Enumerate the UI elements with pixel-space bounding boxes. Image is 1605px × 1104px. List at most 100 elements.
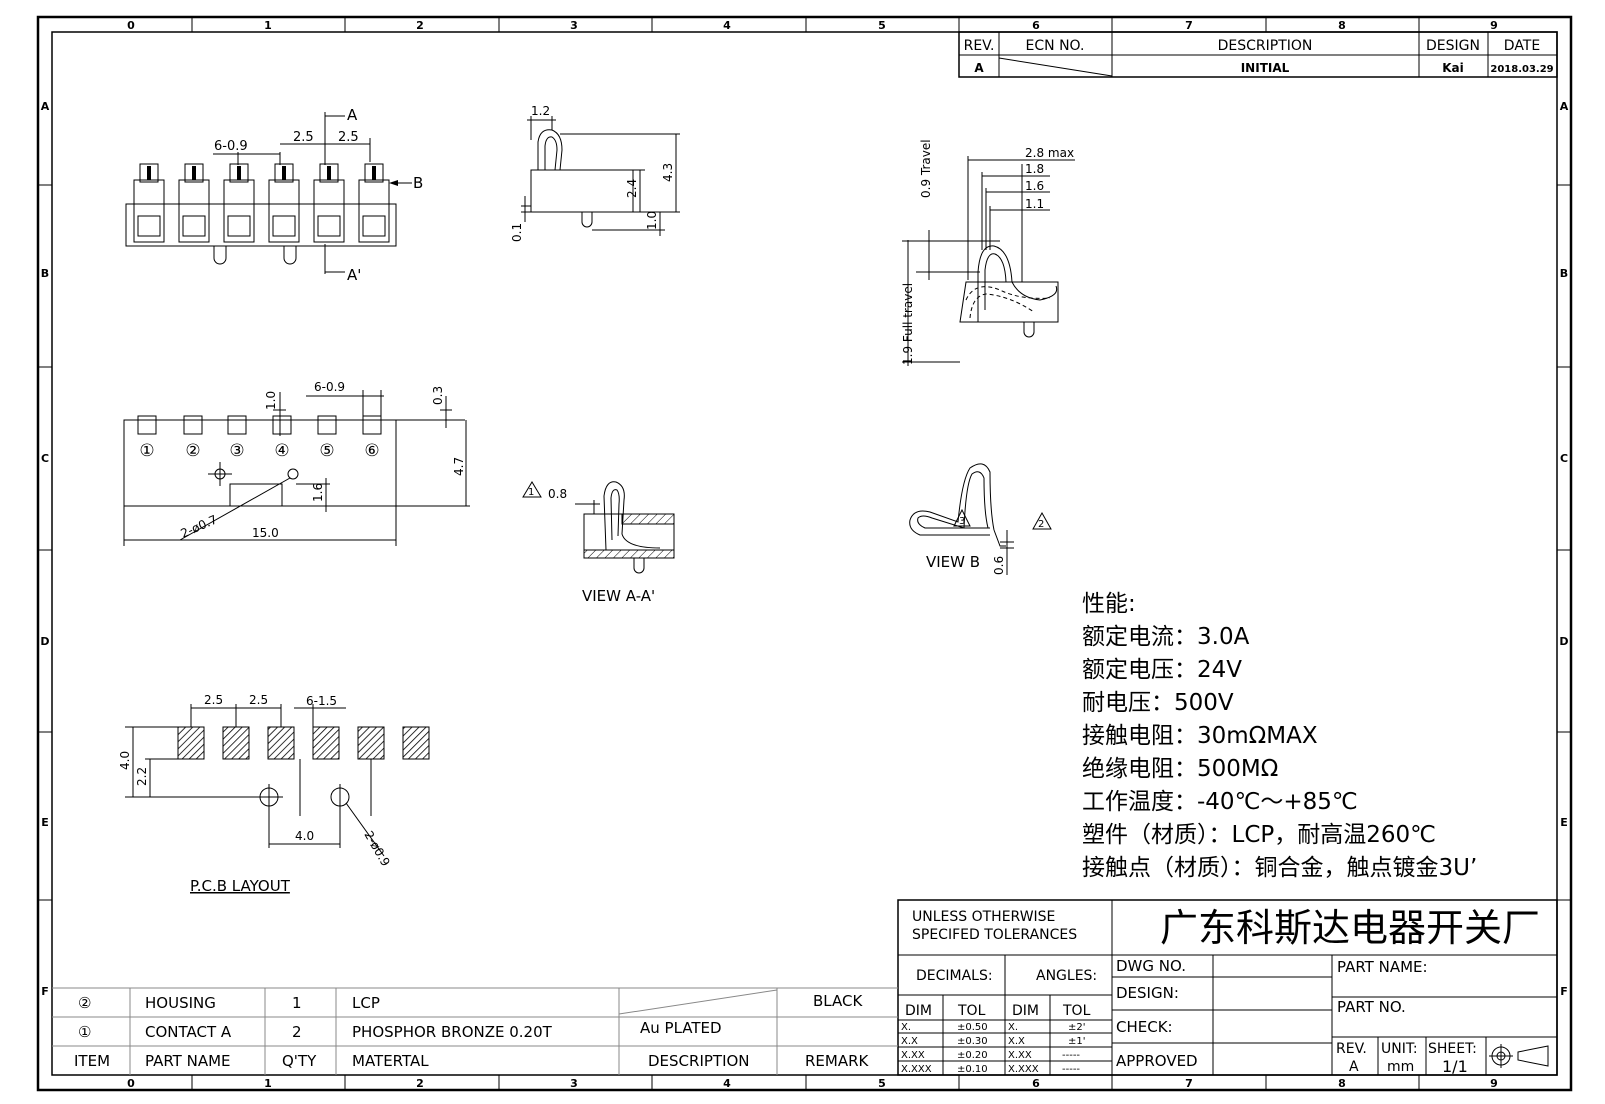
zone-left-E: E [41, 816, 49, 829]
zone-bottom-3: 3 [570, 1077, 578, 1090]
dwg-no-label: DWG NO. [1116, 957, 1186, 975]
bom-row-1-material: LCP [352, 994, 380, 1012]
pcb-dim-22: 2.2 [135, 767, 149, 786]
part-name-label: PART NAME: [1337, 958, 1428, 976]
sheet-label: SHEET: [1428, 1041, 1477, 1057]
front-hole: 2-ø0.7 [179, 512, 220, 540]
decimal-row-2-tol: ±0.30 [957, 1036, 988, 1047]
angle-row-1-tol: ±2' [1068, 1022, 1086, 1033]
unit-value: mm [1387, 1059, 1414, 1075]
spec-line-2: 额定电压：24V [1082, 657, 1242, 683]
rev-value: A [1349, 1059, 1359, 1075]
side-dim-1: 1.2 [531, 104, 550, 118]
tolerance-note-1: UNLESS OTHERWISE [912, 909, 1055, 925]
date-header: DATE [1504, 38, 1540, 54]
front-view: ① ② ③ ④ ⑤ ⑥ 6-0.9 1.0 0.3 4.7 1.6 2-ø0.7… [123, 380, 470, 546]
full-travel-label: 1.9 Full travel [901, 283, 915, 365]
pcb-hole: 2-ø0.9 [361, 829, 392, 869]
bom-row-2-item: ① [78, 1023, 91, 1041]
decimal-tol-header: TOL [957, 1003, 986, 1019]
bom-header-qty: Q'TY [282, 1052, 317, 1070]
date-value: 2018.03.29 [1490, 64, 1553, 75]
decimal-dim-header: DIM [905, 1003, 932, 1019]
bom-row-1-name: HOUSING [145, 994, 216, 1012]
view-b-label: VIEW B [926, 553, 980, 571]
bom-header-name: PART NAME [145, 1052, 231, 1070]
zone-top-6: 6 [1032, 19, 1040, 32]
zone-left-D: D [40, 635, 49, 648]
angle-row-3-dim: X.XX [1008, 1050, 1032, 1061]
view-b: 3 2 0.6 VIEW B [909, 463, 1052, 575]
bom-table: ② HOUSING 1 LCP BLACK ① CONTACT A 2 PHOS… [52, 987, 898, 1075]
view-b-mark-inner: 3 [959, 516, 965, 527]
bom-header-item: ITEM [74, 1052, 110, 1070]
zone-right-E: E [1560, 816, 1568, 829]
bom-row-2-description: Au PLATED [640, 1019, 722, 1037]
projection-symbol-icon [1489, 1044, 1549, 1068]
view-b-dim: 0.6 [992, 556, 1006, 575]
decimals-label: DECIMALS: [916, 968, 993, 984]
decimal-row-4-tol: ±0.10 [957, 1064, 988, 1075]
bom-row-2-name: CONTACT A [145, 1023, 232, 1041]
check-label: CHECK: [1116, 1018, 1173, 1036]
design-label: DESIGN: [1116, 984, 1179, 1002]
front-dim-16: 1.6 [311, 483, 325, 502]
specs-title: 性能: [1082, 591, 1136, 617]
tolerance-note-2: SPECIFED TOLERANCES [912, 927, 1077, 943]
approved-label: APPROVED [1116, 1052, 1198, 1070]
pin-1: ① [139, 441, 154, 461]
zone-bottom-7: 7 [1185, 1077, 1193, 1090]
zone-right-B: B [1560, 267, 1568, 280]
travel-max: 2.8 max [1025, 146, 1074, 160]
top-dim-pitch-1: 2.5 [293, 130, 314, 145]
zone-top-9: 9 [1490, 19, 1498, 32]
spec-line-3: 耐电压：500V [1082, 690, 1234, 716]
angle-row-2-tol: ±1' [1068, 1036, 1086, 1047]
travel-dim-1: 1.8 [1025, 162, 1044, 176]
side-dim-5: 0.1 [510, 223, 524, 242]
rev-label: REV. [1336, 1041, 1367, 1057]
company-name: 广东科斯达电器开关厂 [1160, 906, 1540, 950]
pcb-dim-1: 2.5 [204, 693, 223, 707]
front-dim-03: 0.3 [431, 386, 445, 405]
zone-top-3: 3 [570, 19, 578, 32]
view-aa-dim: 0.8 [548, 487, 567, 501]
description-header: DESCRIPTION [1218, 38, 1313, 54]
zone-top-2: 2 [416, 19, 424, 32]
view-b-mark-outer: 2 [1038, 519, 1044, 530]
top-view: 6-0.9 2.5 2.5 A A' B [125, 106, 423, 284]
outer-border [36, 15, 1573, 1092]
side-dim-4: 1.0 [645, 211, 659, 230]
zone-left-F: F [41, 985, 49, 998]
front-dim-width: 6-0.9 [314, 380, 345, 394]
view-aa-mark: 1 [528, 487, 534, 498]
decimal-row-2-dim: X.X [901, 1036, 918, 1047]
zone-bottom-8: 8 [1338, 1077, 1346, 1090]
side-dim-3: 4.3 [661, 163, 675, 182]
pcb-layout-label: P.C.B LAYOUT [190, 877, 291, 895]
zone-top-8: 8 [1338, 19, 1346, 32]
revision-table: REV. ECN NO. DESCRIPTION DESIGN DATE A I… [958, 31, 1558, 78]
travel-label: 0.9 Travel [919, 139, 933, 198]
view-aa: 1 0.8 VIEW A-A' [522, 481, 675, 605]
decimal-row-1-tol: ±0.50 [957, 1022, 988, 1033]
design-value: Kai [1442, 61, 1464, 75]
pin-3: ③ [229, 441, 244, 461]
zone-bottom-5: 5 [878, 1077, 886, 1090]
bom-row-1-remark: BLACK [813, 992, 863, 1010]
section-a-top: A [347, 106, 358, 124]
decimal-row-4-dim: X.XXX [901, 1064, 932, 1075]
pin-5: ⑤ [319, 441, 334, 461]
side-view: 1.2 2.4 4.3 1.0 0.1 [510, 104, 680, 242]
zone-top-7: 7 [1185, 19, 1193, 32]
pin-6: ⑥ [364, 441, 379, 461]
unit-label: UNIT: [1381, 1041, 1418, 1057]
spec-line-6: 工作温度：-40℃～+85℃ [1082, 789, 1358, 815]
top-dim-width: 6-0.9 [214, 139, 248, 154]
angle-dim-header: DIM [1012, 1003, 1039, 1019]
pcb-layout: 2.5 2.5 6-1.5 4.0 2.2 4.0 2-ø0.9 P.C.B L… [118, 693, 430, 895]
zone-right-D: D [1559, 635, 1568, 648]
spec-line-1: 额定电流：3.0A [1082, 624, 1250, 650]
pcb-pads: 6-1.5 [306, 694, 337, 708]
